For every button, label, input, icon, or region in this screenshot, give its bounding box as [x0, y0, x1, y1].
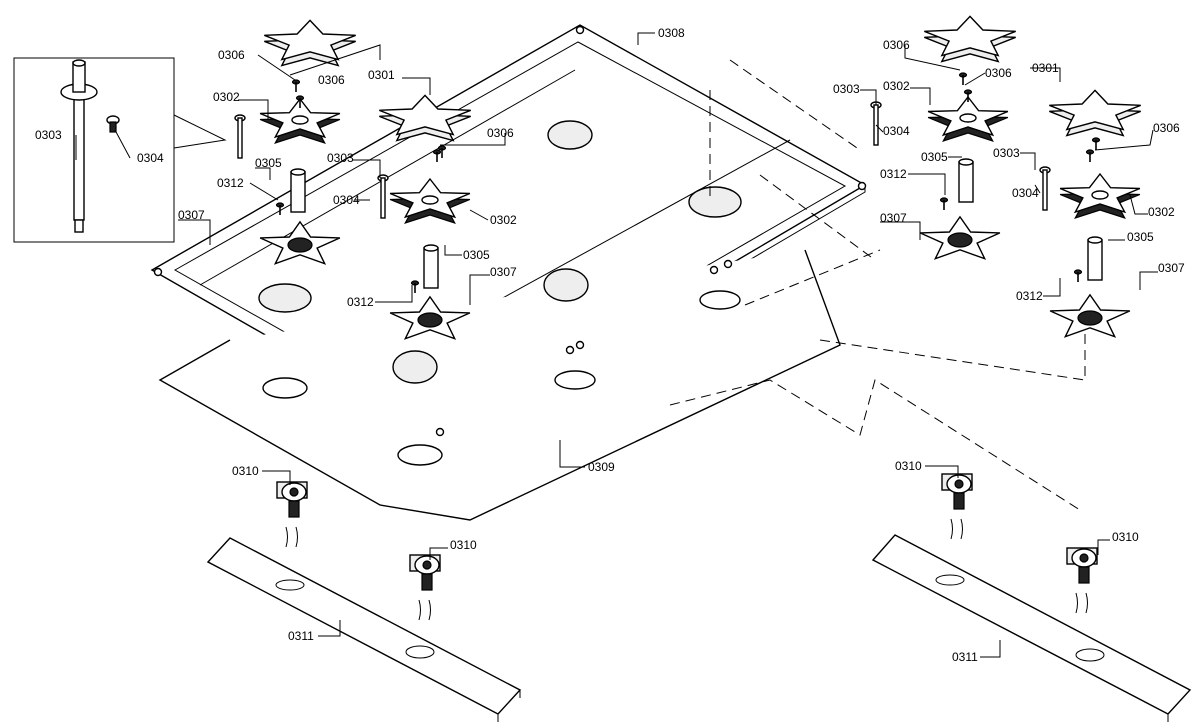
igniter-tube-top	[423, 244, 439, 252]
part-label: 0303	[993, 146, 1020, 160]
part-label: 0307	[880, 211, 907, 225]
burner-base-center	[1077, 310, 1103, 326]
valve-spring	[285, 526, 298, 548]
part-label: 0302	[490, 213, 517, 227]
part-label: 0303	[833, 82, 860, 96]
part-label: 0310	[450, 538, 477, 552]
part-label: 0308	[658, 26, 685, 40]
part-label: 0302	[1148, 205, 1175, 219]
mounting-hole	[857, 181, 867, 191]
part-label: 0305	[921, 150, 948, 164]
valve-port	[1079, 553, 1089, 563]
part-label: 0304	[1012, 186, 1039, 200]
inset-screw	[106, 115, 120, 133]
thermocouple	[380, 177, 386, 219]
valve-stem	[1078, 566, 1090, 584]
part-label: 0312	[347, 295, 374, 309]
igniter-tube	[958, 161, 974, 203]
part-label: 0306	[487, 126, 514, 140]
part-label: 0305	[1127, 230, 1154, 244]
valve-stem	[953, 492, 965, 510]
part-label: 0312	[880, 167, 907, 181]
part-label: 0304	[333, 193, 360, 207]
spreader-center	[291, 115, 309, 125]
part-label: 0303	[327, 151, 354, 165]
part-label: 0305	[463, 248, 490, 262]
valve-port	[289, 487, 299, 497]
part-label: 0310	[232, 464, 259, 478]
thermocouple	[1042, 169, 1048, 211]
part-label: 0311	[288, 629, 314, 643]
assembly-guide-lines	[669, 59, 1086, 511]
igniter-tube	[1087, 239, 1103, 281]
part-label: 0311	[952, 650, 978, 664]
part-label: 0310	[1112, 530, 1139, 544]
burner-cap	[1049, 89, 1141, 131]
valve-port	[954, 479, 964, 489]
thermocouple	[237, 117, 243, 159]
part-label: 0307	[178, 208, 205, 222]
igniter-tube-top	[290, 168, 306, 176]
valve-spring	[950, 518, 963, 540]
mounting-hole	[435, 427, 445, 437]
part-label: 0306	[318, 73, 345, 87]
burner-cap	[379, 94, 471, 136]
valve-stem	[288, 500, 300, 518]
part-label: 0309	[588, 460, 615, 474]
part-label: 0302	[883, 79, 910, 93]
mounting-hole	[575, 340, 585, 350]
part-label: 0310	[895, 459, 922, 473]
valve-port	[422, 560, 432, 570]
inset-thermocouple	[60, 59, 98, 233]
part-label: 0312	[217, 176, 244, 190]
burner-base-center	[417, 312, 443, 328]
part-label: 0305	[255, 156, 282, 170]
small-parts	[153, 25, 1103, 437]
valve-spring	[1075, 592, 1088, 614]
part-label: 0312	[1016, 289, 1043, 303]
mounting-hole	[153, 267, 163, 277]
spreader-center	[1091, 190, 1109, 200]
igniter-tube-top	[958, 158, 974, 166]
burner-base-center	[947, 232, 973, 248]
part-label: 0307	[490, 265, 517, 279]
mounting-hole	[575, 25, 585, 35]
part-label: 0304	[137, 151, 164, 165]
part-label: 0304	[883, 124, 910, 138]
mounting-hole	[709, 265, 719, 275]
gas-valves	[276, 473, 1098, 621]
part-label: 0301	[1032, 61, 1059, 75]
part-label: 0307	[1158, 261, 1185, 275]
igniter-tube	[423, 247, 439, 289]
heat-shield	[158, 249, 841, 521]
control-bar-left	[206, 537, 522, 722]
burner-cap	[924, 15, 1016, 57]
part-label: 0302	[213, 90, 240, 104]
igniter-tube	[290, 171, 306, 213]
part-label: 0306	[218, 48, 245, 62]
spreader-center	[421, 195, 439, 205]
part-label: 0301	[368, 68, 395, 82]
spreader-center	[959, 113, 977, 123]
part-label: 0306	[985, 66, 1012, 80]
mounting-hole	[723, 259, 733, 269]
part-label: 0303	[35, 128, 62, 142]
part-label: 0306	[1153, 121, 1180, 135]
valve-spring	[418, 599, 431, 621]
inset-detail-box	[13, 57, 175, 243]
burner-cups	[258, 120, 742, 384]
burner-base-center	[287, 237, 313, 253]
leader-lines	[75, 32, 1158, 658]
igniter-tube-top	[1087, 236, 1103, 244]
control-bar-right	[871, 534, 1192, 722]
valve-stem	[421, 573, 433, 591]
burner-cap	[264, 19, 356, 61]
inset-callout-lines	[173, 114, 227, 149]
mounting-hole	[565, 345, 575, 355]
burner-parts	[259, 15, 1141, 340]
part-label: 0306	[883, 38, 910, 52]
